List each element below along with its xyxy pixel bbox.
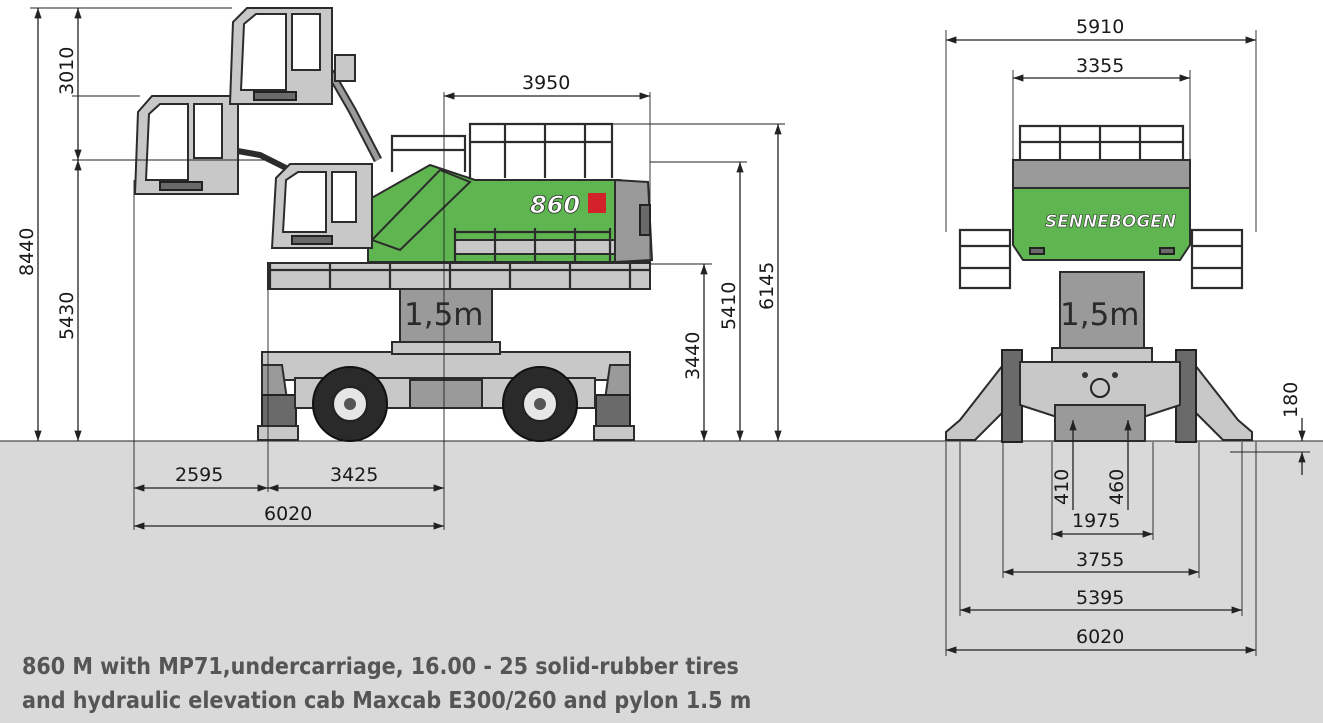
dim-410: 410 [1051, 469, 1073, 505]
dimension-lines-front [945, 30, 1310, 656]
dimension-lines-side [30, 7, 785, 530]
wheel-rear [502, 366, 578, 442]
model-badge-e [588, 193, 606, 213]
pylon-front [1059, 271, 1145, 353]
dim-3425: 3425 [330, 464, 378, 486]
dim-3440: 3440 [682, 332, 704, 380]
handrail-front [1018, 124, 1185, 160]
dim-5430: 5430 [56, 292, 78, 340]
dim-3950: 3950 [522, 72, 570, 94]
dim-5410: 5410 [718, 282, 740, 330]
caption-line-2: and hydraulic elevation cab Maxcab E300/… [22, 688, 752, 714]
dim-5395: 5395 [1076, 587, 1124, 609]
pylon-side [391, 284, 501, 355]
outrigger-left [945, 362, 1012, 441]
dim-8440: 8440 [16, 228, 38, 276]
cab-mid [133, 95, 239, 195]
brand-logo: SENNEBOGEN [1045, 212, 1176, 232]
platform-right [1190, 228, 1244, 290]
platform-left [958, 228, 1012, 290]
dim-180: 180 [1280, 382, 1302, 418]
caption-line-1: 860 M with MP71,undercarriage, 16.00 - 2… [22, 654, 739, 680]
bogie-front [1054, 404, 1146, 442]
dim-6020-side: 6020 [264, 503, 312, 525]
dim-460: 460 [1106, 469, 1128, 505]
front-view-machine [945, 124, 1253, 443]
side-view-machine [133, 7, 654, 442]
cab-high [228, 7, 333, 105]
cab-elevation-arm [231, 54, 382, 173]
pylon-front-label: 1,5m [1060, 297, 1140, 333]
dim-6145: 6145 [756, 262, 778, 310]
dim-1975: 1975 [1072, 510, 1120, 532]
dim-2595: 2595 [175, 464, 223, 486]
outrigger-right [1186, 362, 1253, 441]
dim-6020-front: 6020 [1076, 626, 1124, 648]
model-badge: 860 [530, 191, 580, 219]
wheel-front [312, 366, 388, 442]
dim-3755: 3755 [1076, 549, 1124, 571]
cab-low [270, 163, 373, 249]
dim-3355: 3355 [1076, 55, 1124, 77]
dim-3010: 3010 [56, 47, 78, 95]
upper-carriage-side [267, 122, 654, 290]
dim-5910: 5910 [1076, 16, 1124, 38]
